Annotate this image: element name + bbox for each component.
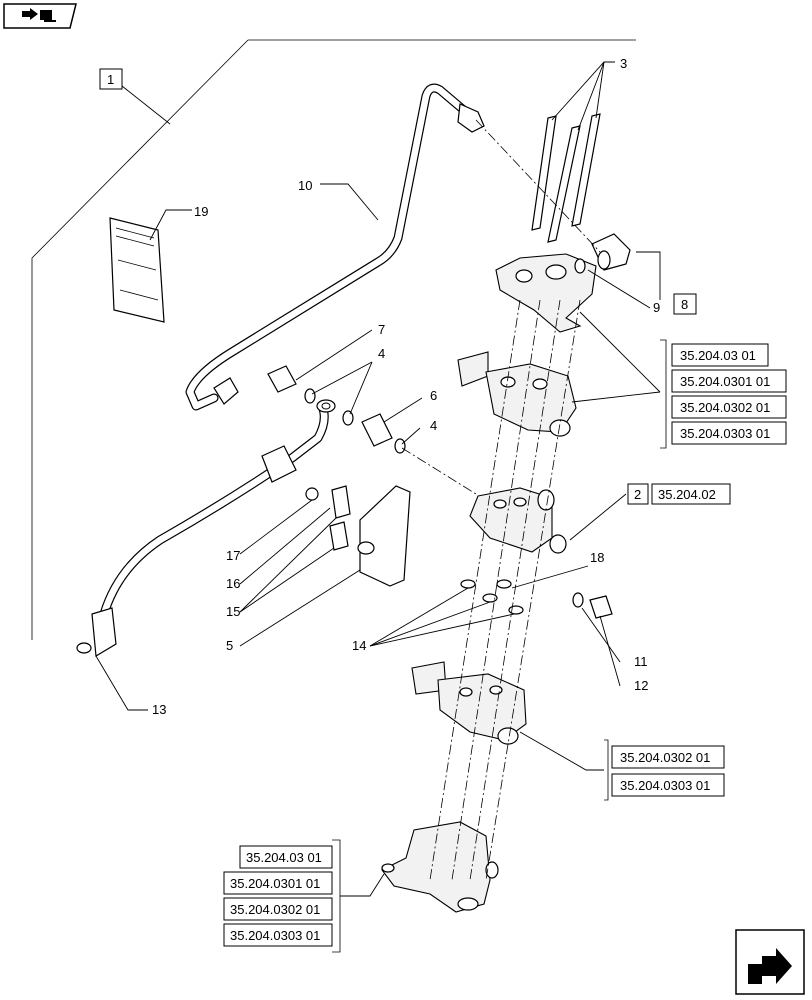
callout-labels: 1 3 10 19 7 4 6 4 9 8 2 18 17 16 15 5 14… <box>99 56 697 717</box>
callout-box-2 <box>627 483 649 505</box>
valve-section-lower <box>411 661 527 745</box>
tie-rods-3 <box>531 113 601 243</box>
valve-section-upper <box>457 351 577 437</box>
callout-5: 5 <box>226 638 233 653</box>
ref-c-3: 35.204.0302 01 <box>230 902 320 917</box>
ref-group-a: 35.204.03 01 35.204.0301 01 35.204.0302 … <box>660 339 787 449</box>
bracket-5 <box>305 485 411 587</box>
ref-c-4: 35.204.0303 01 <box>230 928 320 943</box>
book-arrow-icon[interactable] <box>3 3 77 29</box>
ref-a-2: 35.204.0301 01 <box>680 374 770 389</box>
ref-group-b: 35.204.0302 01 35.204.0303 01 <box>604 739 725 801</box>
top-end-plate <box>495 233 631 333</box>
callout-10: 10 <box>298 178 312 193</box>
next-page-arrow-icon[interactable] <box>735 929 805 995</box>
callout-11: 11 <box>634 654 648 669</box>
callout-9: 9 <box>653 300 660 315</box>
rigid-pipe-10 <box>185 83 485 411</box>
callout-12: 12 <box>634 678 648 693</box>
callout-19: 19 <box>194 204 208 219</box>
callout-1: 1 <box>107 72 114 87</box>
callout-13: 13 <box>152 702 166 717</box>
ref-c-2: 35.204.0301 01 <box>230 876 320 891</box>
ref-c-1: 35.204.03 01 <box>246 850 322 865</box>
alignment-lines <box>401 119 601 881</box>
ref-b-2: 35.204.0303 01 <box>620 778 710 793</box>
callout-16: 16 <box>226 576 240 591</box>
inlet-section-2 <box>469 487 567 554</box>
ref-group-c: 35.204.03 01 35.204.0301 01 35.204.0302 … <box>223 839 341 953</box>
callout-3: 3 <box>620 56 627 71</box>
callout-6: 6 <box>430 388 437 403</box>
ref-a-3: 35.204.0302 01 <box>680 400 770 415</box>
callout-2: 2 <box>634 487 641 502</box>
callout-box-1 <box>99 68 123 90</box>
callout-8: 8 <box>681 297 688 312</box>
callout-box-8 <box>673 293 697 315</box>
callout-17: 17 <box>226 548 240 563</box>
callout-7: 7 <box>378 322 385 337</box>
leader-lines <box>95 61 661 897</box>
ref-mid: 35.204.02 <box>651 483 731 505</box>
callout-14: 14 <box>352 638 366 653</box>
callout-4b: 4 <box>430 418 437 433</box>
bottom-end-plate <box>381 821 499 913</box>
ref-mid-1: 35.204.02 <box>658 487 716 502</box>
assembly-outline-1 <box>31 39 636 640</box>
flexible-hose-13 <box>76 399 336 658</box>
manual-19 <box>109 217 165 323</box>
ref-b-1: 35.204.0302 01 <box>620 750 710 765</box>
small-fittings <box>267 365 613 619</box>
callout-4a: 4 <box>378 346 385 361</box>
callout-18: 18 <box>590 550 604 565</box>
callout-15: 15 <box>226 604 240 619</box>
ref-a-4: 35.204.0303 01 <box>680 426 770 441</box>
ref-a-1: 35.204.03 01 <box>680 348 756 363</box>
